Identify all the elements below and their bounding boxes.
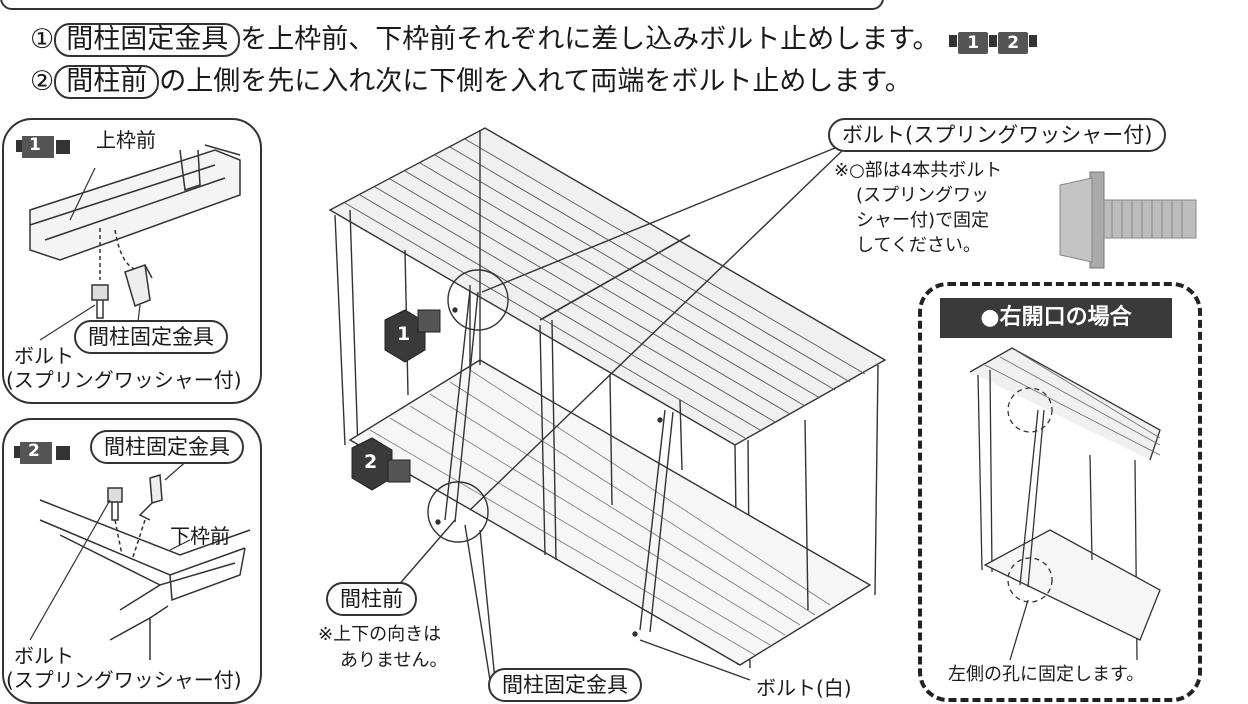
bolt-callout: ボルト(スプリングワッシャー付) — [828, 118, 1167, 152]
bolt-note-line-3: シャー付)で固定 — [856, 210, 990, 231]
detail-1-bolt-label: ボルト — [14, 344, 74, 368]
detail-2-bolt-spec: (スプリングワッシャー付) — [6, 668, 242, 692]
main-bracket-label: 間柱固定金具 — [488, 668, 642, 702]
ref-badge-tab-left — [949, 34, 958, 47]
ref-badge-tab-end — [1029, 34, 1038, 47]
bolt-note-line-1: ※○部は4本共ボルト — [834, 160, 1003, 181]
right-opening-panel — [918, 282, 1202, 702]
post-note-line-2: ありません。 — [340, 650, 448, 671]
step-2-text: の上側を先に入れ次に下側を入れて両端をボルト止めします。 — [159, 66, 912, 97]
step-1-text: を上枠前、下枠前それぞれに差し込みボルト止めします。 — [240, 24, 940, 55]
marker-2: 2 — [364, 451, 378, 473]
detail-1-bracket-label: 間柱固定金具 — [74, 320, 228, 354]
step-2-part-pill: 間柱前 — [54, 65, 160, 99]
bolt-note-line-2: (スプリングワッ — [856, 185, 990, 206]
detail-1-bolt-spec: (スプリングワッシャー付) — [6, 368, 242, 392]
white-bolt-label: ボルト(白) — [756, 676, 852, 700]
detail-2-bracket-label: 間柱固定金具 — [90, 430, 244, 464]
detail-2-badge: 2 — [28, 441, 40, 461]
post-note-line-1: ※上下の向きは — [318, 624, 442, 645]
ref-badge-1: 1 — [958, 32, 989, 54]
marker-1: 1 — [397, 323, 411, 345]
ref-badge-tab-right — [989, 34, 998, 47]
bolt-note-line-4: してください。 — [856, 235, 981, 256]
detail-panel-2 — [2, 418, 262, 704]
detail-1-badge: 1 — [29, 135, 41, 155]
right-opening-title: ●右開口の場合 — [940, 298, 1172, 338]
step-1-part-pill: 間柱固定金具 — [54, 23, 241, 57]
step-2-number: ② — [30, 66, 55, 97]
ref-badge-2: 2 — [998, 32, 1029, 54]
detail-1-frame-label: 上枠前 — [96, 128, 156, 152]
detail-2-bolt-label: ボルト — [14, 644, 74, 668]
right-opening-note: 左側の孔に固定します。 — [948, 664, 1145, 685]
bolt-photo — [1059, 171, 1197, 269]
detail-2-frame-label: 下枠前 — [170, 524, 230, 548]
post-label: 間柱前 — [326, 582, 417, 616]
step-1-number: ① — [30, 24, 55, 55]
